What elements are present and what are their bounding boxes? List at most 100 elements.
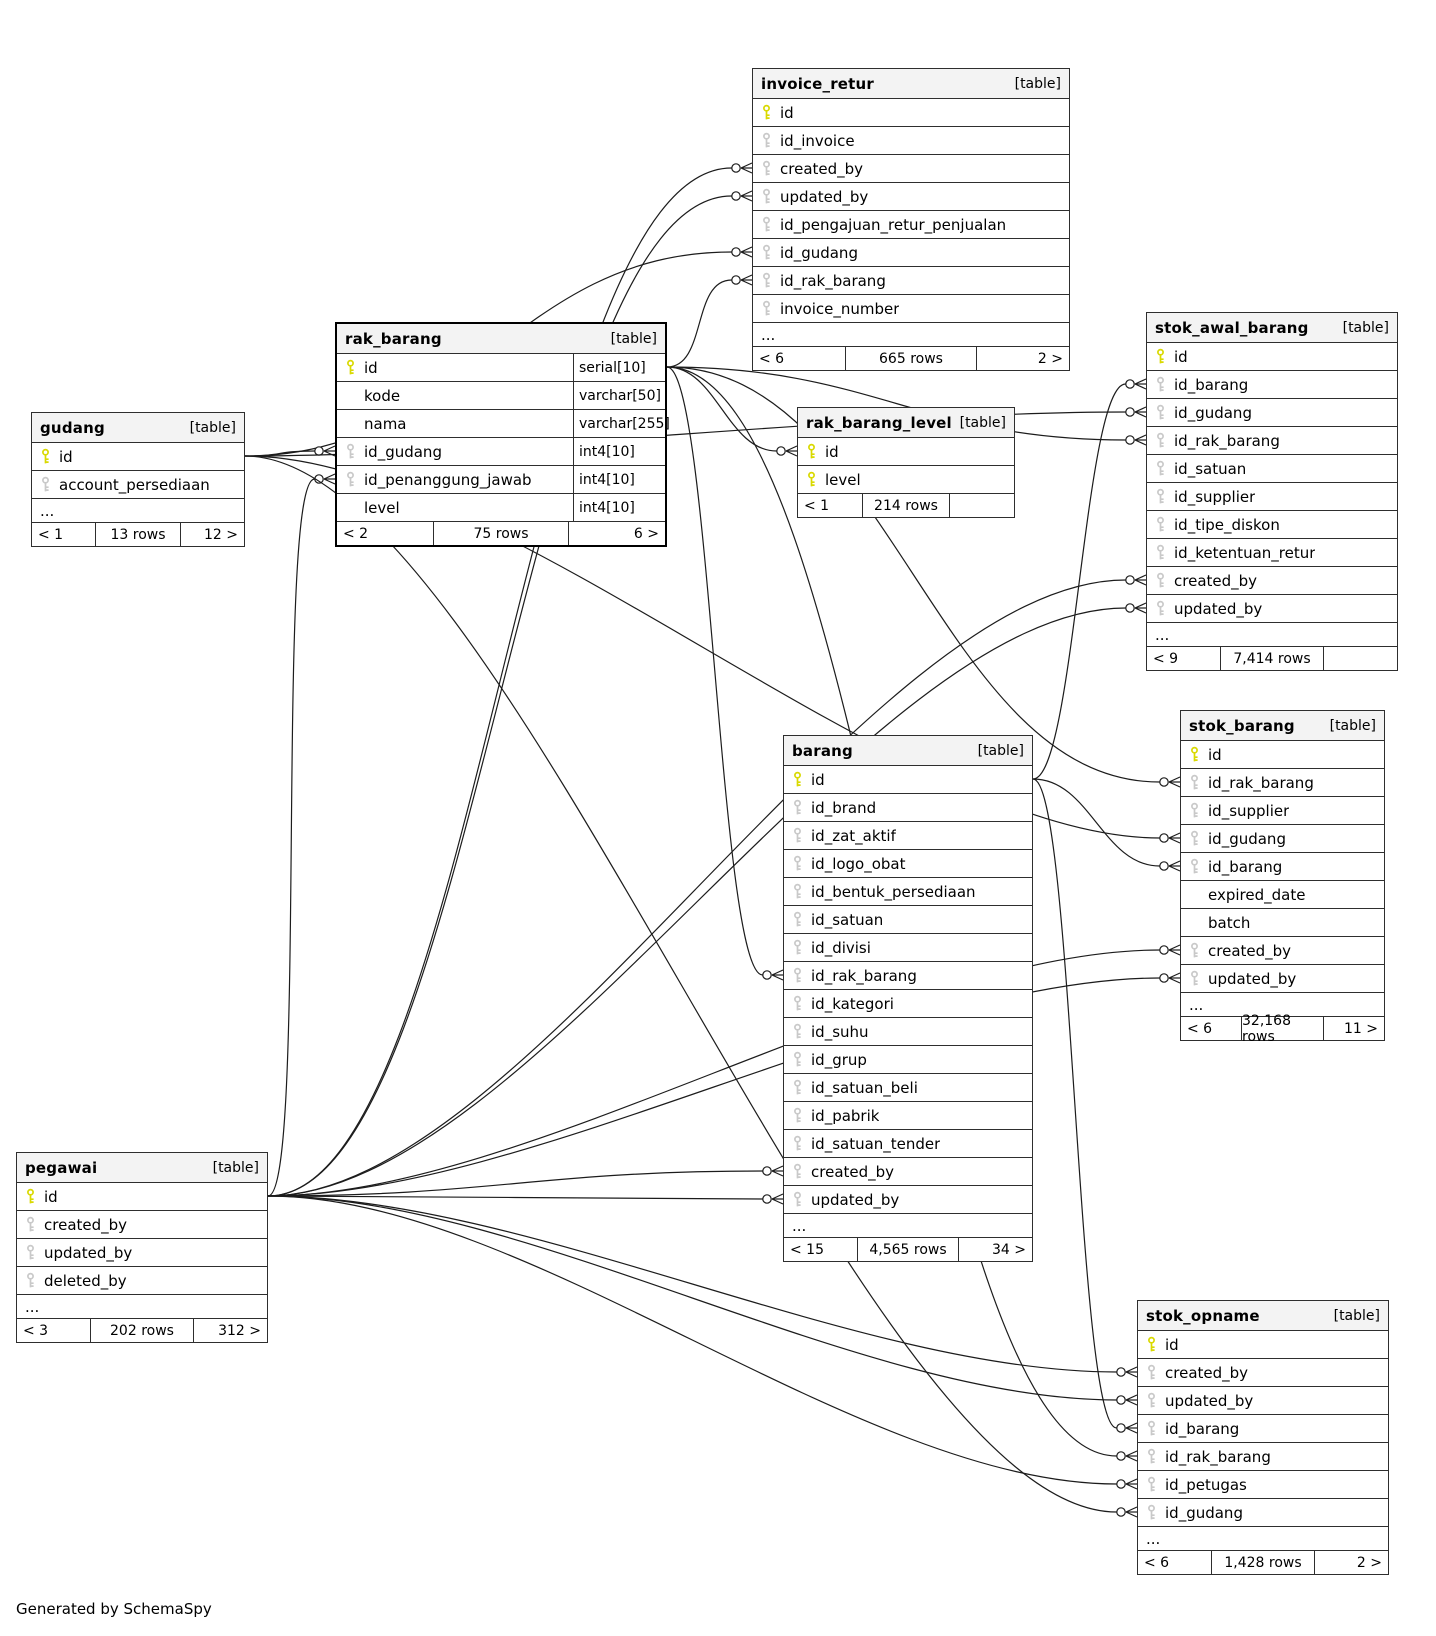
column-name: id_supplier [1208,801,1290,820]
column-name: id_brand [811,798,877,817]
column-name: id_bentuk_persediaan [811,882,976,901]
fk-edge-rak_barang.id_penanggung_jawab-to-pegawai.id [267,478,315,1197]
column-row-id_grup: id_grup [784,1045,1032,1073]
generated-by-note: Generated by SchemaSpy [16,1600,212,1618]
ellipsis-row: ... [17,1294,267,1318]
crowfoot-marker-invoice_retur.id_gudang [731,246,753,258]
table-header[interactable]: rak_barang_level[table] [798,408,1014,437]
column-type: int4[10] [573,494,665,521]
column-row-id: id [784,765,1032,793]
foreign-key-icon [1181,774,1208,791]
foreign-key-icon [784,827,811,844]
fk-edge-stok_opname.created_by-to-pegawai.id [267,1195,1117,1373]
column-row-id_barang: id_barang [1138,1414,1388,1442]
footer-children-degree: 6 > [568,522,665,545]
table-header[interactable]: pegawai[table] [17,1153,267,1182]
foreign-key-icon [1181,802,1208,819]
column-row-deleted_by: deleted_by [17,1266,267,1294]
fk-edge-stok_barang.created_by-to-pegawai.id [267,949,1160,1197]
column-type: varchar[50] [573,382,665,409]
column-name: id_gudang [1174,403,1252,422]
footer-parents-degree: < 6 [1144,1554,1170,1571]
crowfoot-marker-stok_barang.updated_by [1159,972,1181,984]
table-header[interactable]: stok_opname[table] [1138,1301,1388,1330]
table-header[interactable]: stok_barang [table] [1181,711,1384,740]
primary-key-icon [798,471,825,488]
column-row-id_gudang: id_gudang [1138,1498,1388,1526]
table-type-label: [table] [1014,75,1061,92]
table-name[interactable]: rak_barang [345,329,442,348]
column-name: id [1208,745,1222,764]
footer-rows-count: 32,168 rows [1241,1013,1323,1045]
table-name[interactable]: stok_awal_barang [1155,318,1309,337]
column-name: created_by [1174,571,1258,590]
column-row-id_gudang: id_gudang [1147,398,1397,426]
foreign-key-icon [784,967,811,984]
column-name: id_barang [1208,857,1283,876]
column-row-created_by: created_by [1181,936,1384,964]
crowfoot-marker-stok_awal_barang.id_barang [1125,378,1147,390]
column-name: id_pabrik [811,1106,880,1125]
column-name: id_suhu [811,1022,869,1041]
foreign-key-icon [753,160,780,177]
footer-children-degree [949,494,1014,517]
column-type: int4[10] [573,438,665,465]
foreign-key-icon [753,216,780,233]
column-row-created_by: created_by [1138,1358,1388,1386]
table-name[interactable]: stok_opname [1146,1306,1260,1325]
column-name: id_gudang [364,442,442,461]
fk-edge-stok_awal_barang.id_rak_barang-to-rak_barang.id [666,366,1126,441]
fk-edge-stok_awal_barang.id_barang-to-barang.id [1032,383,1126,780]
table-header[interactable]: stok_awal_barang[table] [1147,313,1397,342]
table-name[interactable]: pegawai [25,1158,98,1177]
column-row-id_supplier: id_supplier [1181,796,1384,824]
table-type-label: [table] [1329,717,1376,734]
foreign-key-icon [17,1244,44,1261]
table-name[interactable]: invoice_retur [761,74,875,93]
column-name: batch [1208,913,1251,932]
footer-parents-degree: < 1 [804,497,830,514]
table-header[interactable]: invoice_retur [table] [753,69,1069,98]
crowfoot-marker-stok_awal_barang.updated_by [1125,602,1147,614]
table-name[interactable]: barang [792,741,853,760]
crowfoot-marker-stok_opname.id_gudang [1116,1506,1138,1518]
foreign-key-icon [1147,544,1174,561]
column-name: id_satuan [811,910,884,929]
footer-parents-degree: < 9 [1153,650,1179,667]
foreign-key-icon [784,799,811,816]
column-row-id_satuan_tender: id_satuan_tender [784,1129,1032,1157]
table-name[interactable]: rak_barang_level [806,413,952,432]
fk-edge-stok_awal_barang.created_by-to-pegawai.id [267,579,1126,1197]
column-row-id_barang: id_barang [1181,852,1384,880]
crowfoot-marker-stok_awal_barang.id_rak_barang [1125,434,1147,446]
table-header[interactable]: gudang[table] [32,413,244,442]
column-row-updated_by: updated_by [1138,1386,1388,1414]
column-name: updated_by [811,1190,900,1209]
column-name: id_rak_barang [780,271,886,290]
column-row-id_gudang: id_gudang int4[10] [337,437,665,465]
foreign-key-icon [1181,830,1208,847]
foreign-key-icon [1138,1448,1165,1465]
fk-edge-invoice_retur.created_by-to-pegawai.id [267,167,732,1197]
column-row-created_by: created_by [17,1210,267,1238]
column-name: updated_by [1174,599,1263,618]
table-name[interactable]: stok_barang [1189,716,1295,735]
column-row-id_bentuk_persediaan: id_bentuk_persediaan [784,877,1032,905]
column-row-id_pabrik: id_pabrik [784,1101,1032,1129]
table-name[interactable]: gudang [40,418,105,437]
table-header[interactable]: barang[table] [784,736,1032,765]
table-header[interactable]: rak_barang[table] [337,324,665,353]
column-name: id_gudang [1165,1503,1243,1522]
crowfoot-marker-invoice_retur.created_by [731,162,753,174]
column-name: id_logo_obat [811,854,906,873]
foreign-key-icon [784,939,811,956]
column-row-id_supplier: id_supplier [1147,482,1397,510]
